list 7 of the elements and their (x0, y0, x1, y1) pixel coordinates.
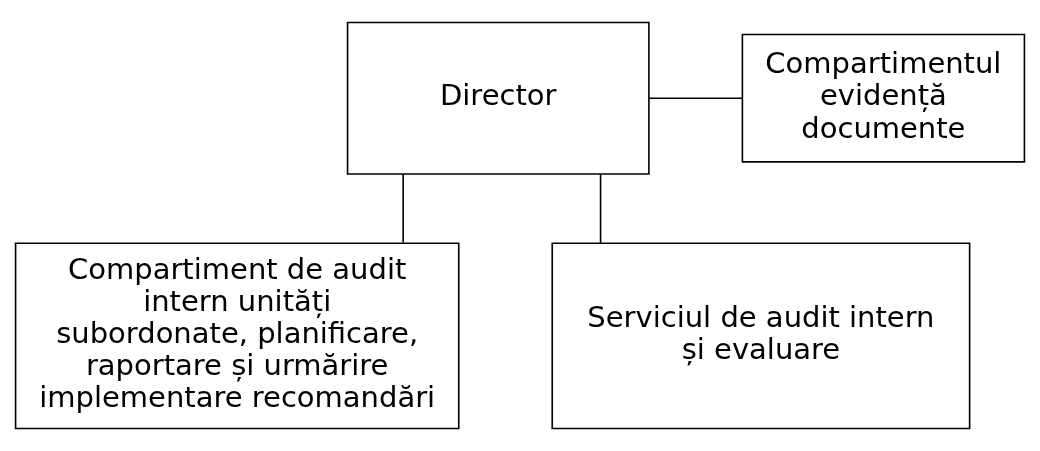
connector (648, 97, 743, 99)
connector (599, 173, 602, 244)
connector (402, 173, 404, 244)
node-box: Compartimentul evidență documente (741, 33, 1026, 163)
node-box: Director (346, 21, 650, 175)
node-box: Serviciul de audit intern și evaluare (551, 242, 971, 430)
node-box: Compartiment de audit intern unități subordonate, planificare, raportare și urmărire implementare recomandări (14, 242, 460, 430)
